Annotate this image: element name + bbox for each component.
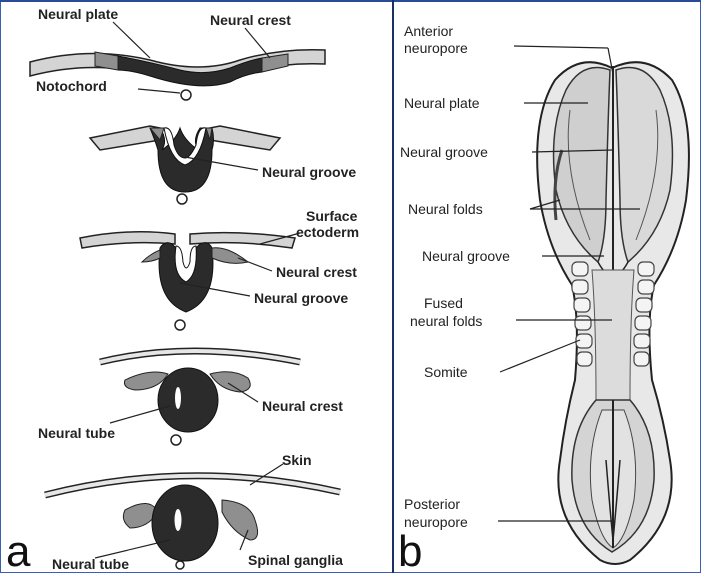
label-neural-groove-b2: Neural groove — [422, 248, 510, 264]
label-posterior: Posterior — [404, 496, 460, 512]
label-somite: Somite — [424, 364, 468, 380]
panel-letter-b: b — [398, 530, 422, 574]
label-anterior: Anterior — [404, 23, 453, 39]
label-fused-neural-folds: neural folds — [410, 313, 482, 329]
label-neural-plate-b: Neural plate — [404, 95, 480, 111]
label-neural-folds: Neural folds — [408, 201, 483, 217]
label-fused: Fused — [424, 295, 463, 311]
embryo-drawing — [537, 62, 689, 564]
label-neural-groove-b1: Neural groove — [400, 144, 488, 160]
label-anterior-neuropore: neuropore — [404, 40, 468, 56]
